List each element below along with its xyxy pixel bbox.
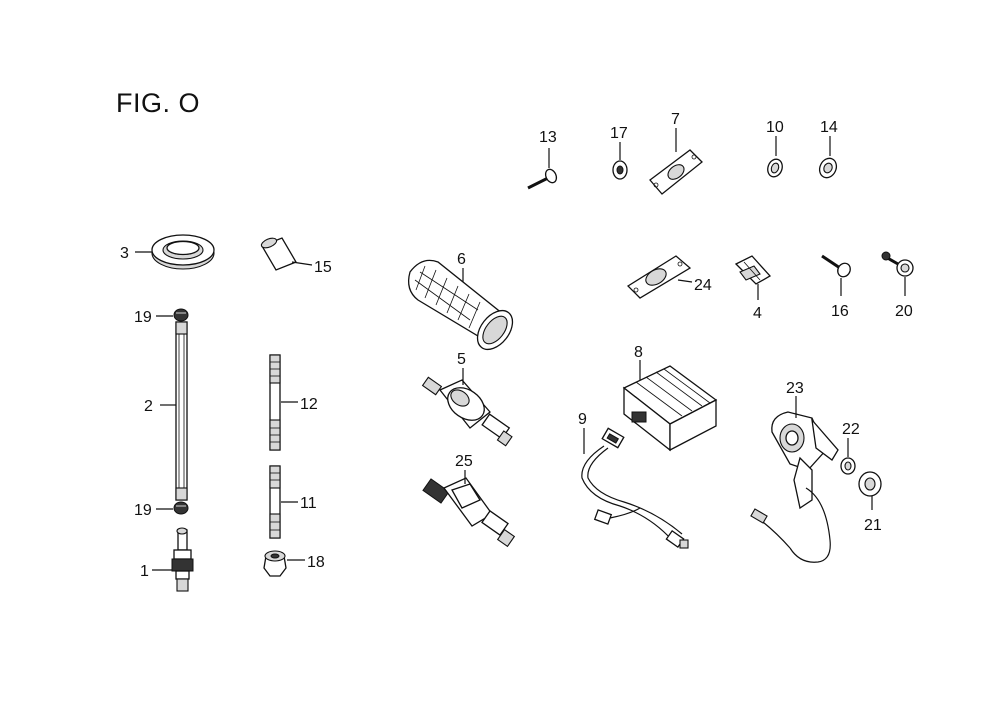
part-23-bracket [750,411,839,563]
part-19-nut-bottom [173,501,189,515]
part-7-gasket [649,149,703,195]
callout-3: 3 [120,245,129,262]
callout-19b: 19 [134,502,152,519]
callout-6: 6 [457,251,466,268]
part-24-gasket [626,255,692,299]
part-14-washer [818,157,838,179]
part-18-cap-nut [263,550,287,577]
callout-7: 7 [671,111,680,128]
callout-21: 21 [864,517,882,534]
callout-1: 1 [140,563,149,580]
part-16-screw [821,254,851,278]
part-11-stud [269,465,281,539]
part-6-grip [407,259,514,351]
leader-15 [291,261,313,266]
callout-19a: 19 [134,309,152,326]
callout-4: 4 [753,305,762,322]
part-8-regulator [622,365,718,452]
part-3-seal [151,234,215,270]
part-22-collar [840,457,856,475]
part-21-nut [858,471,882,497]
part-13-bolt [527,168,558,190]
part-20-bolt [881,251,914,277]
callout-8: 8 [634,344,643,361]
callout-20: 20 [895,303,913,320]
part-5-switch [421,376,513,447]
part-10-washer [767,158,783,178]
callout-16: 16 [831,303,849,320]
callout-9: 9 [578,411,587,428]
part-2-stud [175,321,188,501]
part-12-stud [269,354,281,451]
part-9-harness [581,427,689,549]
callout-17: 17 [610,125,628,142]
callout-2: 2 [144,398,153,415]
callout-15: 15 [314,259,332,276]
callout-10: 10 [766,119,784,136]
part-17-nut [612,160,628,180]
figure-title: FIG. O [116,88,200,118]
callout-25: 25 [455,453,473,470]
callout-23: 23 [786,380,804,397]
leader-24 [677,279,693,283]
part-4-clip [734,255,772,285]
part-25-sensor [422,477,516,548]
callout-14: 14 [820,119,838,136]
callout-24: 24 [694,277,712,294]
callout-5: 5 [457,351,466,368]
part-19-nut-top [173,308,189,322]
part-1-fitting [171,527,194,592]
callout-13: 13 [539,129,557,146]
callout-12: 12 [300,396,318,413]
part-15-pin [260,237,297,271]
callout-22: 22 [842,421,860,438]
callout-11: 11 [300,495,317,512]
callout-18: 18 [307,554,325,571]
